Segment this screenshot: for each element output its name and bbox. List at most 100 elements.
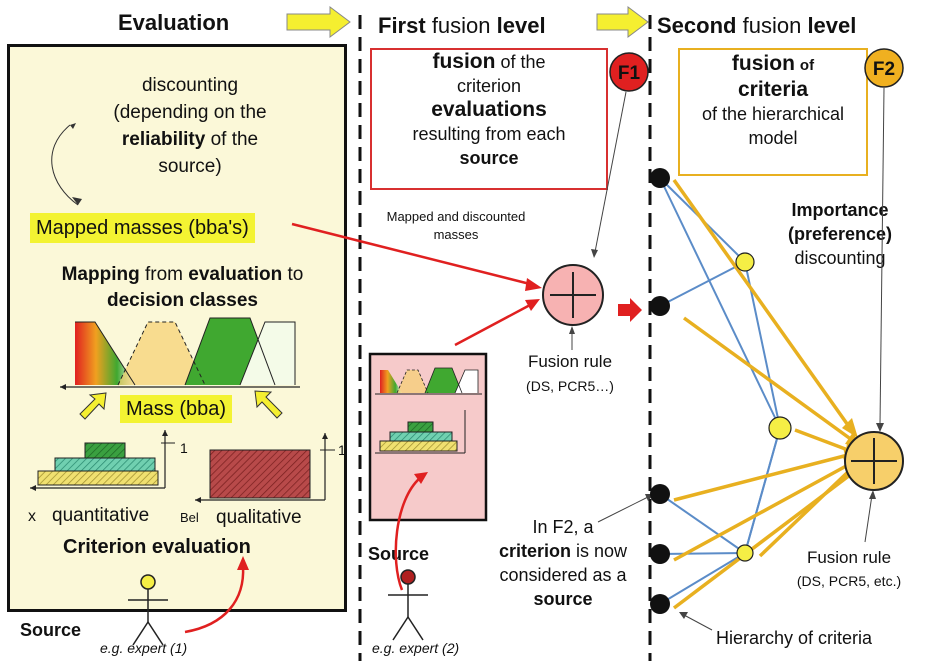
source-2-label: Source	[368, 544, 430, 564]
f2-of-word: of	[799, 57, 815, 74]
f2-note: In F2, a criterion is now considered as …	[478, 515, 648, 611]
f2-note-line-3: considered as a	[499, 565, 627, 585]
hierarchy-label: Hierarchy of criteria	[716, 628, 873, 648]
importance-line-3: discounting	[794, 248, 886, 268]
f2-criteria-word: criteria	[737, 78, 809, 101]
header-second-word: Second	[657, 13, 737, 38]
mapped-to-fusion-head	[525, 278, 542, 291]
f2-fusion-rule-label: Fusion rule	[806, 548, 892, 567]
quantitative-chart	[30, 430, 175, 491]
discount-curve-top-head	[70, 123, 76, 129]
discount-curve-head	[72, 197, 82, 205]
f1-fusion-rule-examples: (DS, PCR5…)	[526, 378, 614, 394]
f2-description-box	[678, 48, 868, 176]
mass-arrow-left	[79, 392, 107, 420]
mass-bba-label: Mass (bba)	[120, 395, 233, 423]
qualitative-chart	[195, 433, 335, 503]
f1-badge-connector-head	[591, 249, 598, 258]
source-1-label: Source	[20, 620, 82, 640]
expert-2-label: e.g. expert (2)	[372, 640, 460, 656]
tree-inner-nodes	[735, 252, 792, 562]
quantitative-label: quantitative	[52, 505, 150, 526]
x-label: x	[28, 508, 36, 525]
f2-note-criterion: criterion	[498, 541, 571, 561]
hierarchy-pointer-head	[679, 612, 688, 619]
stick-figure-icon	[128, 574, 168, 646]
source-1-curve-arrow	[184, 565, 245, 634]
f1-fusion-plus-icon	[542, 264, 604, 326]
f2-badge-connector-head	[876, 423, 884, 432]
f1-rule-pointer-head	[569, 326, 575, 334]
expert-1-label: e.g. expert (1)	[100, 640, 188, 656]
f2-rule-pointer	[864, 494, 873, 543]
f1-source-word: source	[459, 148, 519, 168]
f1-evaluations-word: evaluations	[431, 98, 547, 121]
f2-rule-pointer-head	[869, 490, 876, 499]
tree-leaf-nodes	[650, 168, 670, 614]
f2-fusion-word: fusion	[731, 52, 795, 75]
source-2-mini-blocks	[375, 410, 466, 454]
f2-note-pointer	[597, 496, 649, 523]
axis-one-label: 1	[180, 440, 188, 456]
axis-one-label-2: 1	[338, 442, 346, 458]
criterion-evaluation-label: Criterion evaluation	[63, 536, 251, 558]
mapped-discounted-line-1: Mapped and discounted	[386, 209, 526, 224]
source2-to-fusion-head	[525, 299, 540, 311]
header-first-fusion-level: First fusion level	[378, 13, 546, 39]
qualitative-label: qualitative	[216, 507, 302, 528]
mapping-line-1: Mapping from evaluation to	[25, 262, 340, 288]
mapped-discounted-label: Mapped and discounted masses	[372, 208, 540, 244]
f1-badge: F1	[609, 52, 649, 92]
header-second-level-word: level	[807, 13, 857, 38]
mapped-to-fusion-arrow	[291, 222, 531, 286]
discounting-line-1: discounting	[141, 75, 239, 96]
block-arrow-icon	[618, 298, 642, 322]
discount-curve-arrow	[51, 124, 79, 206]
importance-line-1: Importance	[791, 200, 889, 220]
f2-circled-plus-icon	[844, 431, 904, 491]
mapping-from: from	[144, 264, 183, 285]
f2-note-line-1: In F2, a	[532, 517, 594, 537]
source-2-mini-mapping	[375, 367, 482, 395]
mapping-to: to	[287, 264, 304, 285]
f1-fusion-rule-label: Fusion rule	[527, 352, 613, 371]
f1-of-the: of the	[500, 52, 546, 72]
discounting-line-2: (depending on the	[113, 102, 267, 123]
source-2-curve-arrow	[394, 477, 421, 591]
importance-label: Importance (preference) discounting	[762, 198, 918, 270]
f1-badge-connector	[594, 91, 627, 253]
f2-line-3: of the hierarchical	[701, 104, 845, 124]
discounting-text: discounting (depending on the reliabilit…	[95, 72, 285, 180]
discounting-line-4: source)	[158, 156, 222, 177]
mapping-line-2: decision classes	[106, 290, 259, 311]
f1-line-4: resulting from each	[412, 124, 566, 144]
f2-badge-text: F2	[873, 59, 895, 80]
mapping-chart	[60, 317, 300, 390]
hierarchy-tree	[659, 177, 781, 605]
header-arrow-1	[286, 6, 351, 38]
discounting-reliability: reliability	[121, 129, 206, 150]
f1-line-2: criterion	[456, 76, 522, 96]
mass-arrow-right	[254, 390, 283, 419]
mapping-title: Mapping from evaluation to decision clas…	[25, 262, 340, 314]
f2-line-1: fusion of	[680, 52, 866, 78]
discounting-line-3: reliability of the	[95, 126, 285, 153]
f1-badge-text: F1	[618, 63, 641, 84]
header-evaluation: Evaluation	[118, 10, 230, 35]
stick-figure-icon-2	[388, 569, 428, 641]
f1-fusion-word: fusion	[432, 50, 496, 73]
source2-to-fusion-arrow	[454, 303, 531, 347]
f2-note-line-2: criterion is now	[478, 539, 648, 563]
header-first-fusion: fusion	[431, 13, 491, 38]
bel-label: Bel	[180, 510, 199, 525]
f2-badge-connector	[879, 87, 885, 426]
f2-description-text: fusion of criteria of the hierarchical m…	[680, 52, 866, 150]
gold-arrows	[672, 178, 854, 610]
mapped-discounted-line-2: masses	[433, 227, 479, 242]
source-1-curve-head	[237, 556, 249, 570]
header-second-fusion: fusion	[742, 13, 802, 38]
importance-line-2: (preference)	[787, 224, 893, 244]
header-first-level-word: level	[496, 13, 546, 38]
mapping-word: Mapping	[61, 264, 140, 285]
